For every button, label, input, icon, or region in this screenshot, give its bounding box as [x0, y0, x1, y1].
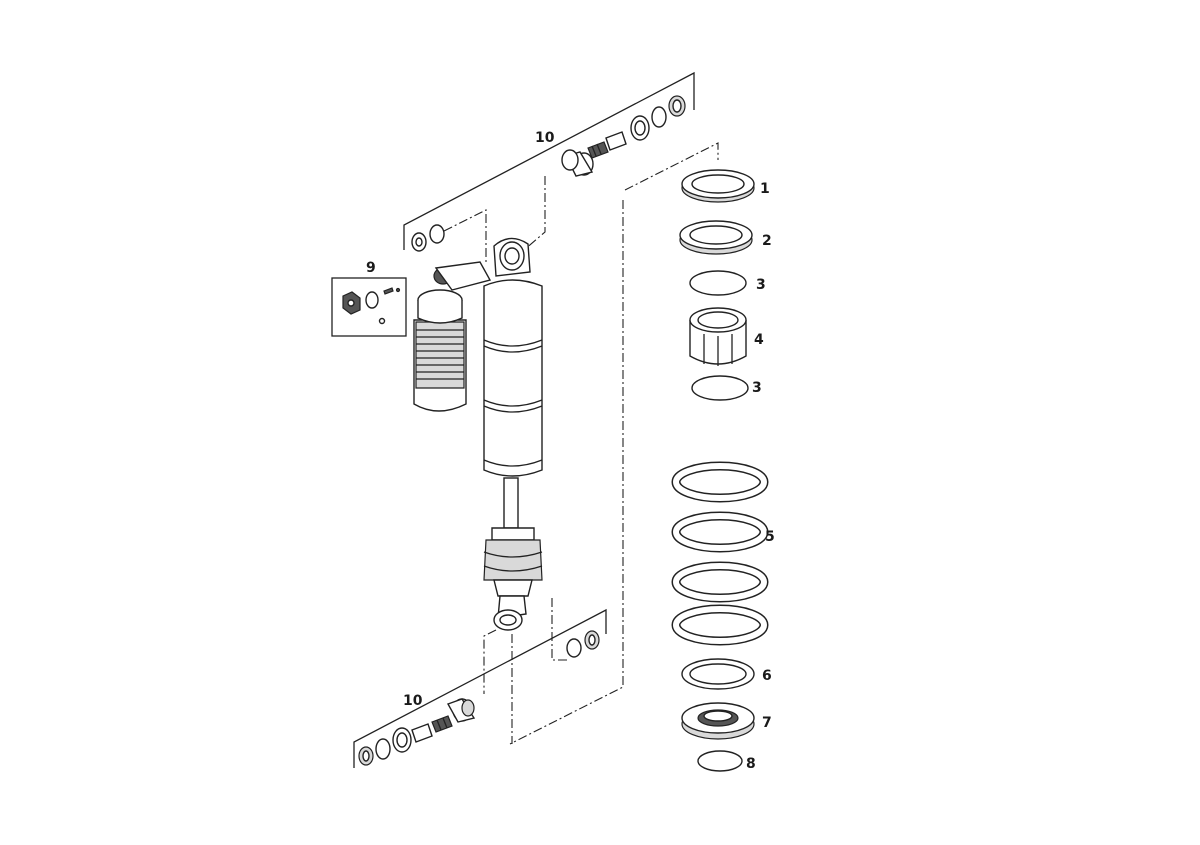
top-kit-washer-left: [411, 232, 427, 252]
top-kit-ring-1: [630, 115, 650, 141]
bottom-kit-ring-3: [358, 746, 374, 766]
box-9-reservoir-valve: 9: [331, 260, 407, 337]
callout-4: 4: [754, 332, 764, 348]
top-seal-kit-frame: 10: [403, 71, 695, 252]
part-1-lock-ring: 1: [681, 169, 770, 203]
part-3-oring-lower: 3: [691, 375, 762, 401]
callout-9: 9: [366, 260, 376, 276]
top-eyelet: [493, 237, 531, 277]
bottom-kit-sleeve: [411, 723, 433, 743]
valve-nut: [342, 291, 361, 315]
part-6-spacer-ring: 6: [681, 658, 772, 690]
bump-stop: [483, 527, 543, 597]
bottom-kit-ring-2: [375, 738, 391, 760]
top-kit-oring-left: [429, 224, 445, 244]
top-kit-ring-3: [668, 95, 686, 117]
piston-rod: [503, 477, 519, 529]
part-5-coil-spring: 5: [671, 413, 775, 646]
bottom-kit-bushing: [446, 698, 476, 723]
callout-7: 7: [762, 715, 772, 731]
bottom-seal-kit-frame: 10: [353, 608, 607, 768]
top-kit-ring-2: [651, 106, 667, 128]
callout-1: 1: [760, 181, 770, 197]
spring-stack: 1 2 3 4 3: [671, 169, 775, 772]
callout-5: 5: [765, 529, 775, 545]
top-kit-sleeve: [605, 131, 627, 151]
callout-8: 8: [746, 756, 756, 772]
part-4-spring-collar: 4: [689, 307, 764, 366]
reservoir-canister: [413, 261, 492, 412]
bottom-kit-spring-pin: [431, 715, 453, 733]
part-8-circlip: 8: [697, 750, 756, 772]
part-2-adjuster-ring: 2: [679, 220, 772, 255]
part-3-oring-upper: 3: [689, 270, 766, 296]
callout-2: 2: [762, 233, 772, 249]
bottom-kit-ring-1: [392, 727, 412, 753]
bottom-kit-washer-right: [584, 630, 600, 650]
shock-body: [483, 237, 543, 631]
bottom-kit-oring-right: [566, 638, 582, 658]
bottom-eyelet: [493, 595, 527, 631]
callout-3-lower: 3: [752, 380, 762, 396]
callout-6: 6: [762, 668, 772, 684]
top-kit-bushing: [561, 149, 594, 177]
callout-10-top: 10: [535, 130, 555, 146]
callout-3-upper: 3: [756, 277, 766, 293]
valve-oring: [365, 291, 379, 309]
part-7-spring-seat: 7: [681, 702, 772, 740]
top-kit-spring-pin: [587, 141, 609, 159]
callout-10-bottom: 10: [403, 693, 423, 709]
